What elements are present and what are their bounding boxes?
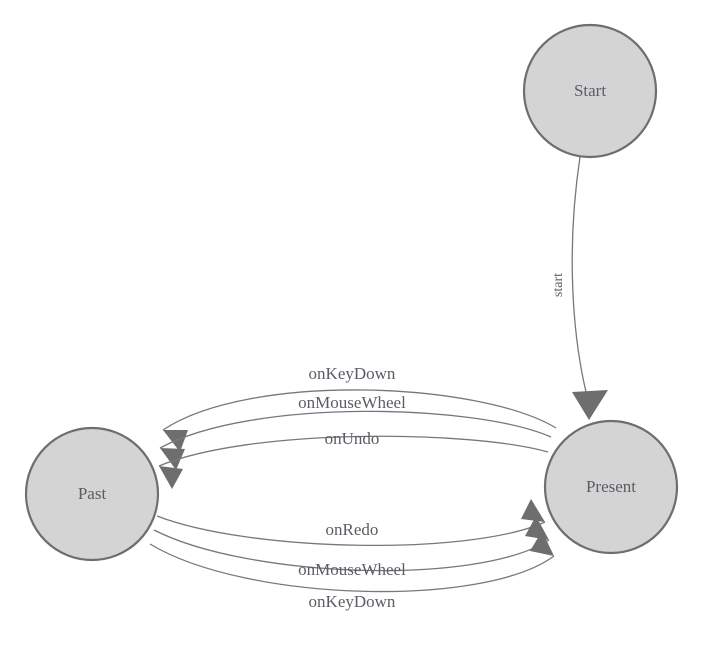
edge-label-past-present-onmousewheel: onMouseWheel bbox=[298, 560, 406, 579]
edge-label-start: start bbox=[551, 273, 566, 297]
edge-start-to-present[interactable] bbox=[571, 156, 608, 420]
edge-past-to-present-onredo[interactable] bbox=[156, 499, 546, 547]
edge-label-present-past-onundo: onUndo bbox=[325, 429, 380, 448]
edge-path bbox=[571, 156, 590, 405]
edge-path bbox=[158, 435, 549, 467]
node-past[interactable]: Past bbox=[24, 426, 160, 562]
edge-path bbox=[149, 543, 555, 593]
node-circle bbox=[24, 426, 160, 562]
node-start[interactable]: Start bbox=[522, 23, 658, 159]
edge-path bbox=[162, 389, 557, 431]
edge-label-present-past-onmousewheel: onMouseWheel bbox=[298, 393, 406, 412]
node-label-present: Present bbox=[586, 477, 636, 496]
edge-group-past-to-present bbox=[149, 499, 555, 593]
arrow-head-icon bbox=[160, 448, 185, 470]
node-label-past: Past bbox=[78, 484, 107, 503]
edge-label-present-past-onkeydown: onKeyDown bbox=[309, 364, 396, 383]
edge-path bbox=[159, 410, 552, 449]
edge-present-to-past-onundo[interactable] bbox=[158, 435, 549, 489]
edge-present-to-past-onmousewheel[interactable] bbox=[159, 410, 552, 470]
arrow-head-icon bbox=[521, 499, 545, 522]
edge-group-present-to-past bbox=[158, 389, 557, 489]
node-present[interactable]: Present bbox=[543, 419, 679, 555]
node-label-start: Start bbox=[574, 81, 606, 100]
edge-path bbox=[153, 529, 550, 572]
node-circle bbox=[543, 419, 679, 555]
edge-label-past-present-onkeydown: onKeyDown bbox=[309, 592, 396, 611]
node-circle bbox=[522, 23, 658, 159]
edge-path bbox=[156, 515, 546, 547]
arrow-head-icon bbox=[572, 390, 608, 420]
arrow-head-icon bbox=[159, 466, 183, 489]
arrow-head-icon bbox=[530, 531, 554, 556]
edge-past-to-present-onkeydown[interactable] bbox=[149, 531, 555, 593]
edge-label-past-present-onredo: onRedo bbox=[326, 520, 379, 539]
